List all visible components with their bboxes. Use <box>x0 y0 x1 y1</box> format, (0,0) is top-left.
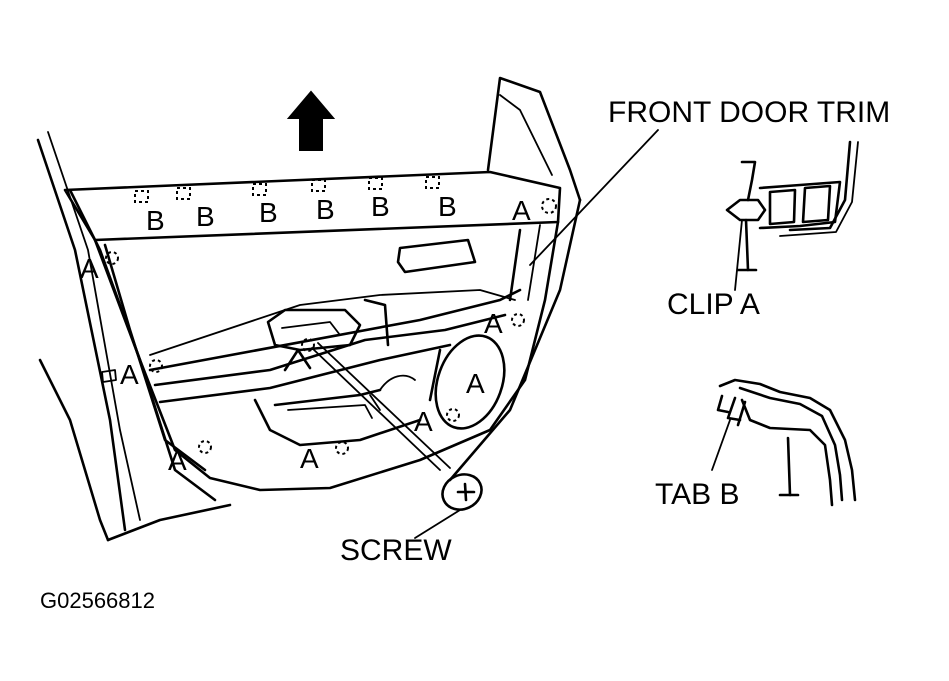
marker-boxes <box>105 176 557 455</box>
up-arrow-icon <box>286 90 336 151</box>
clip-marker: A <box>80 253 99 284</box>
clip-marker: A <box>120 359 139 390</box>
front-door-trim-callout: FRONT DOOR TRIM <box>529 96 890 266</box>
clip-marker: A <box>168 445 187 476</box>
tab-b-label: TAB B <box>655 478 739 511</box>
screw-label: SCREW <box>340 534 452 567</box>
screw-callout: SCREW <box>311 342 483 567</box>
clip-marker: A <box>512 195 531 226</box>
tab-markers: B B B B B B <box>146 191 457 236</box>
tab-marker: B <box>371 191 390 222</box>
tab-marker: B <box>259 197 278 228</box>
clip-marker: A <box>300 443 319 474</box>
clip-marker: A <box>414 406 433 437</box>
tab-marker: B <box>316 194 335 225</box>
tab-marker: B <box>196 201 215 232</box>
trim-panel <box>63 170 562 492</box>
clip-marker: A <box>466 368 485 399</box>
front-door-trim-label: FRONT DOOR TRIM <box>608 96 890 129</box>
clip-a-detail: CLIP A <box>667 140 859 321</box>
clip-markers: A A A A A A A A <box>80 195 531 476</box>
clip-a-label: CLIP A <box>667 288 760 321</box>
tab-marker: B <box>438 191 457 222</box>
clip-marker: A <box>484 308 503 339</box>
tab-b-detail: TAB B <box>655 378 857 511</box>
figure-id: G02566812 <box>40 588 155 613</box>
tab-marker: B <box>146 205 165 236</box>
